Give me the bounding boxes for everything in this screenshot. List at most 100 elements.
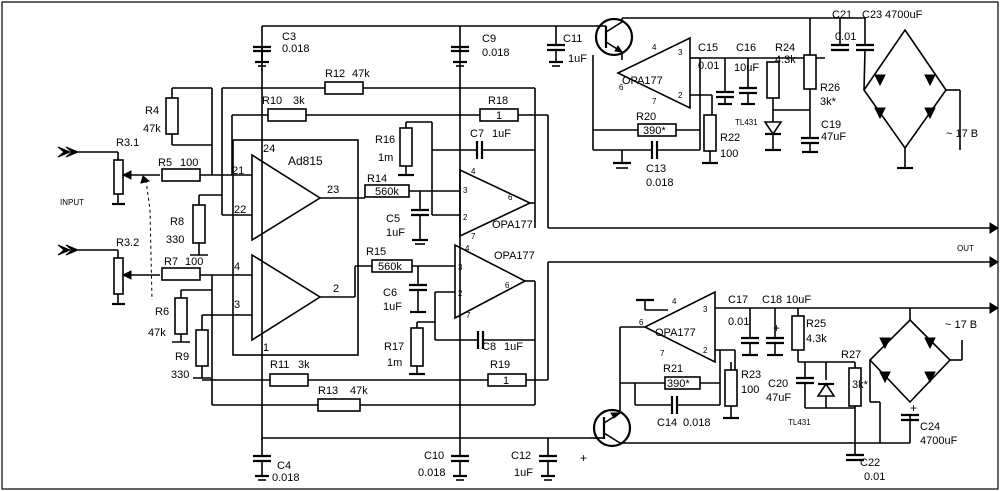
bottom-reg-pin-7: 7 <box>660 349 665 358</box>
capacitor-c9 <box>451 45 469 67</box>
c4-label: C4 <box>277 460 291 472</box>
r17-label: R17 <box>384 341 404 353</box>
potentiometer-r3-1 <box>113 159 124 195</box>
c18-label: C18 <box>762 294 782 306</box>
c6-value: 1uF <box>383 301 402 313</box>
r7-value: 100 <box>185 256 203 268</box>
r6-label: R6 <box>155 306 169 318</box>
c20-label: C20 <box>768 378 788 390</box>
c24-plus: + <box>910 401 917 415</box>
c9-value: 0.018 <box>482 47 510 59</box>
capacitor-c16 <box>739 58 757 106</box>
c19-label: C19 <box>821 119 841 131</box>
resistor-r7 <box>161 267 201 281</box>
r9-label: R9 <box>175 351 189 363</box>
c24-value: 4700uF <box>920 435 958 447</box>
u2-label: OPA177 <box>494 250 535 262</box>
out-label: OUT <box>957 244 974 253</box>
u1-pin-2: 2 <box>463 213 468 222</box>
resistor-r16 <box>399 127 413 167</box>
r11-value: 3k <box>298 359 310 371</box>
r18-label: R18 <box>488 95 508 107</box>
capacitor-c17 <box>741 308 759 357</box>
supply-bottom-label: ~ 17 B <box>945 319 977 331</box>
c13-value: 0.018 <box>646 177 674 189</box>
tl431-bottom-label: TL431 <box>788 418 811 427</box>
r16-label: R16 <box>375 134 395 146</box>
resistor-r6 <box>174 297 188 335</box>
diode-bridge-bottom <box>868 308 963 443</box>
capacitor-c5 <box>411 191 429 245</box>
pot-r3-2-wiper <box>121 270 132 280</box>
capacitor-c14 <box>634 383 720 414</box>
r19-value: 1 <box>503 375 509 387</box>
u2-pin-3: 3 <box>458 263 463 272</box>
ad815-amp-bottom <box>251 253 322 342</box>
c20-value: 47uF <box>766 392 791 404</box>
opamp-u2 <box>454 243 527 320</box>
c18-plus: + <box>773 321 780 335</box>
c17-value: 0.01 <box>728 316 749 328</box>
c9-label: C9 <box>482 33 496 45</box>
out-arrow-bottom <box>989 256 999 268</box>
c21-label: C21 <box>832 9 852 21</box>
r21-value: 390* <box>667 378 690 390</box>
input-1-connector <box>57 146 118 158</box>
u2-pin-4: 4 <box>465 244 470 253</box>
capacitor-c7 <box>432 141 535 159</box>
ad815-pin-23: 23 <box>327 184 339 196</box>
r14-label: R14 <box>367 173 387 185</box>
capacitor-c10 <box>451 440 469 481</box>
opamp-top-regulator <box>616 36 691 110</box>
r26-value: 3k* <box>820 96 837 108</box>
input-label: INPUT <box>60 198 84 207</box>
capacitor-c21 <box>831 18 849 52</box>
r14-value: 560k <box>375 186 399 198</box>
r7-label: R7 <box>164 256 178 268</box>
resistor-r24 <box>766 61 780 99</box>
capacitor-c13 <box>622 130 701 159</box>
bottom-reg-pin-3: 3 <box>703 305 708 314</box>
ad815-pin-21: 21 <box>232 165 244 177</box>
r11-label: R11 <box>270 359 289 371</box>
transistor-bottom <box>590 380 880 448</box>
resistor-r23 <box>724 369 738 407</box>
u1-pin-6: 6 <box>508 193 513 202</box>
c10-label: C10 <box>424 450 444 462</box>
top-reg-pin-2: 2 <box>678 91 683 100</box>
r3-1-label: R3.1 <box>116 137 139 149</box>
resistor-r17 <box>410 327 424 367</box>
resistor-r8 <box>192 204 206 244</box>
bottom-reg-pin-6: 6 <box>639 318 644 327</box>
plus-sign-bottom: + <box>580 451 587 465</box>
c3-value: 0.018 <box>282 43 310 55</box>
r22-value: 100 <box>720 148 738 160</box>
r16-value: 1m <box>378 152 393 164</box>
c12-label: C12 <box>511 450 531 462</box>
c12-value: 1uF <box>514 467 533 479</box>
out-arrow-top <box>989 222 999 234</box>
capacitor-c4 <box>253 438 271 481</box>
r20-value: 390* <box>643 125 666 137</box>
bottom-reg-pin-4: 4 <box>672 297 677 306</box>
r24-label: R24 <box>775 42 795 54</box>
c23-value: 4700uF <box>885 9 923 21</box>
ad815-pin-3: 3 <box>234 299 240 311</box>
r20-label: R20 <box>636 111 656 123</box>
top-reg-pin-4: 4 <box>652 43 657 52</box>
c22-value: 0.01 <box>864 471 885 483</box>
c18-value: 10uF <box>786 294 811 306</box>
r6-value: 47k <box>148 327 166 339</box>
u2-pin-6: 6 <box>505 281 510 290</box>
top-reg-pin-6: 6 <box>619 83 624 92</box>
transistor-top <box>594 17 825 57</box>
r25-value: 4.3k <box>806 333 827 345</box>
capacitor-c11 <box>547 26 565 67</box>
r5-label: R5 <box>158 157 172 169</box>
r27-label: R27 <box>841 349 861 361</box>
bottom-reg-pin-2: 2 <box>703 346 708 355</box>
ad815-pin-1: 1 <box>263 342 269 354</box>
c8-label: C8 <box>482 341 496 353</box>
tl431-top <box>763 110 783 152</box>
c11-label: C11 <box>563 33 582 45</box>
